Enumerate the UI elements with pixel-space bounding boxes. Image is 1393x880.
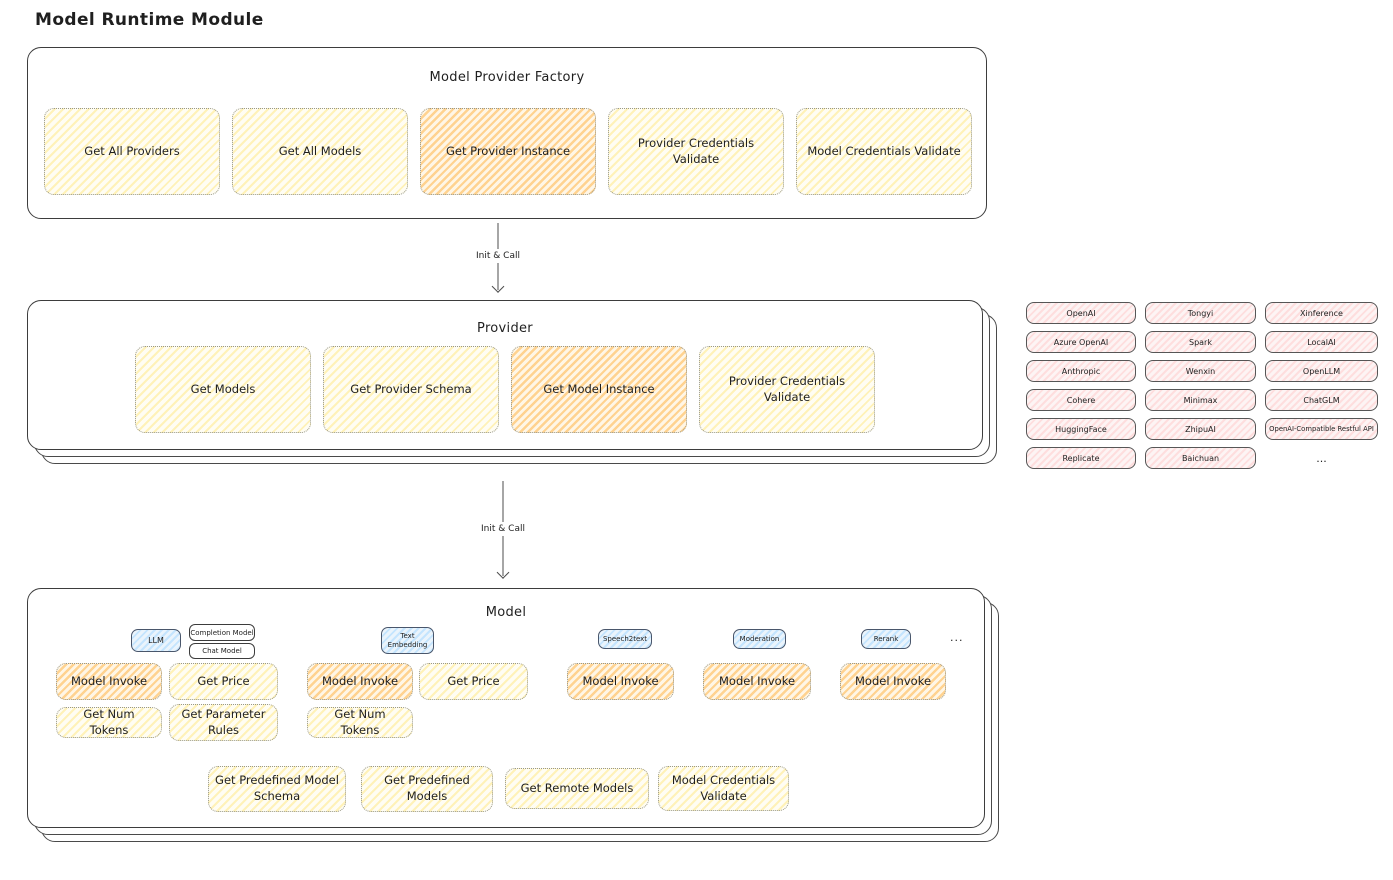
- get-models-box: Get Models: [135, 346, 311, 433]
- tabs-ellipsis: ...: [950, 631, 964, 644]
- provider-chip: OpenAI-Compatible Restful API: [1265, 418, 1378, 440]
- provider-chip: ZhipuAI: [1145, 418, 1256, 440]
- provider-chip: Minimax: [1145, 389, 1256, 411]
- get-predefined-models-box: Get Predefined Models: [361, 766, 493, 812]
- tab-text-embedding: Text Embedding: [381, 627, 434, 654]
- model-credentials-validate-box: Model Credentials Validate: [796, 108, 972, 195]
- provider-chip: Tongyi: [1145, 302, 1256, 324]
- init-call-arrow-1: Init & Call: [472, 223, 524, 293]
- model-credentials-validate-box-2: Model Credentials Validate: [658, 766, 789, 811]
- speech2text-model-invoke-box: Model Invoke: [567, 663, 674, 700]
- tab-completion-model: Completion Model: [189, 624, 255, 641]
- provider-chip: Azure OpenAI: [1026, 331, 1136, 353]
- tab-speech2text: Speech2text: [598, 629, 652, 649]
- provider-chip: HuggingFace: [1026, 418, 1136, 440]
- factory-button-row: Get All Providers Get All Models Get Pro…: [44, 108, 972, 195]
- provider-chip: Spark: [1145, 331, 1256, 353]
- tab-llm: LLM: [131, 629, 181, 652]
- page-title: Model Runtime Module: [35, 10, 264, 30]
- provider-list: OpenAI Tongyi Xinference Azure OpenAI Sp…: [1026, 302, 1378, 469]
- model-title: Model: [485, 605, 527, 620]
- provider-chip: ChatGLM: [1265, 389, 1378, 411]
- provider-list-ellipsis: ...: [1316, 451, 1327, 465]
- init-call-label-1: Init & Call: [472, 249, 524, 263]
- model-container: Model LLM Completion Model Chat Model Te…: [27, 588, 985, 828]
- llm-get-price-box: Get Price: [169, 663, 278, 700]
- embedding-model-invoke-box: Model Invoke: [307, 663, 413, 700]
- model-stack: Model LLM Completion Model Chat Model Te…: [27, 588, 1003, 846]
- get-model-instance-box: Get Model Instance: [511, 346, 687, 433]
- provider-credentials-validate-box-2: Provider Credentials Validate: [699, 346, 875, 433]
- get-all-models-box: Get All Models: [232, 108, 408, 195]
- get-remote-models-box: Get Remote Models: [505, 768, 649, 809]
- tab-chat-model: Chat Model: [189, 643, 255, 659]
- provider-chip: OpenLLM: [1265, 360, 1378, 382]
- provider-title: Provider: [477, 321, 533, 336]
- provider-button-row: Get Models Get Provider Schema Get Model…: [28, 346, 982, 433]
- moderation-model-invoke-box: Model Invoke: [703, 663, 811, 700]
- embedding-get-num-tokens-box: Get Num Tokens: [307, 707, 413, 738]
- llm-get-num-tokens-box: Get Num Tokens: [56, 707, 162, 738]
- provider-chip: Cohere: [1026, 389, 1136, 411]
- embedding-get-price-box: Get Price: [419, 663, 528, 700]
- get-provider-schema-box: Get Provider Schema: [323, 346, 499, 433]
- provider-chip: Wenxin: [1145, 360, 1256, 382]
- init-call-arrow-2: Init & Call: [477, 481, 529, 579]
- provider-chip: Replicate: [1026, 447, 1136, 469]
- get-predefined-model-schema-box: Get Predefined Model Schema: [208, 766, 346, 812]
- arrow-head-icon: [491, 280, 505, 293]
- provider-chip: Baichuan: [1145, 447, 1256, 469]
- llm-model-invoke-box: Model Invoke: [56, 663, 162, 700]
- factory-title: Model Provider Factory: [429, 70, 585, 85]
- provider-chip: Xinference: [1265, 302, 1378, 324]
- provider-chip: OpenAI: [1026, 302, 1136, 324]
- get-all-providers-box: Get All Providers: [44, 108, 220, 195]
- init-call-label-2: Init & Call: [477, 522, 529, 536]
- factory-container: Model Provider Factory Get All Providers…: [27, 47, 987, 219]
- tab-moderation: Moderation: [733, 629, 786, 649]
- rerank-model-invoke-box: Model Invoke: [840, 663, 946, 700]
- get-provider-instance-box: Get Provider Instance: [420, 108, 596, 195]
- provider-chip: LocalAI: [1265, 331, 1378, 353]
- tab-rerank: Rerank: [861, 629, 911, 649]
- arrow-head-icon: [496, 566, 510, 579]
- provider-container: Provider Get Models Get Provider Schema …: [27, 300, 983, 450]
- provider-credentials-validate-box: Provider Credentials Validate: [608, 108, 784, 195]
- provider-chip: Anthropic: [1026, 360, 1136, 382]
- llm-get-parameter-rules-box: Get Parameter Rules: [169, 704, 278, 741]
- provider-stack: Provider Get Models Get Provider Schema …: [27, 300, 1002, 468]
